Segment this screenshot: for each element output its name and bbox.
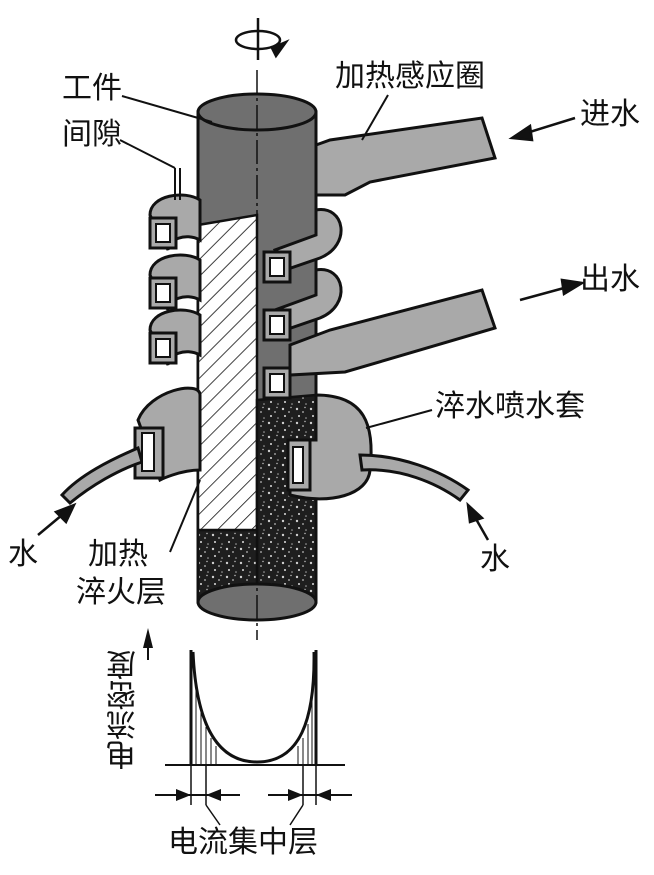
label-quench-jacket: 淬水喷水套 bbox=[435, 389, 585, 424]
coil-terminal-squares bbox=[155, 223, 285, 393]
label-heating-coil: 加热感应圈 bbox=[335, 59, 485, 94]
leader-lines bbox=[119, 94, 433, 553]
label-current-density: 电流密度 bbox=[107, 650, 142, 770]
label-current-layer: 电流集中层 bbox=[168, 825, 318, 860]
rotation-arrow-icon bbox=[234, 18, 290, 60]
flow-arrows bbox=[37, 116, 586, 541]
label-heated-layer-2: 淬火层 bbox=[76, 575, 166, 610]
label-heated-layer-1: 加热 bbox=[88, 537, 148, 572]
label-workpiece: 工件 bbox=[62, 71, 122, 106]
jacket-slots bbox=[141, 432, 304, 484]
label-water-out: 出水 bbox=[580, 262, 640, 297]
label-water-in: 进水 bbox=[580, 97, 640, 132]
label-water-right: 水 bbox=[480, 542, 510, 577]
label-water-left: 水 bbox=[8, 537, 38, 572]
current-density-graph bbox=[143, 628, 352, 826]
workpiece-shaft bbox=[196, 70, 318, 640]
density-hatch bbox=[195, 690, 313, 765]
label-gap: 间隙 bbox=[62, 117, 122, 152]
